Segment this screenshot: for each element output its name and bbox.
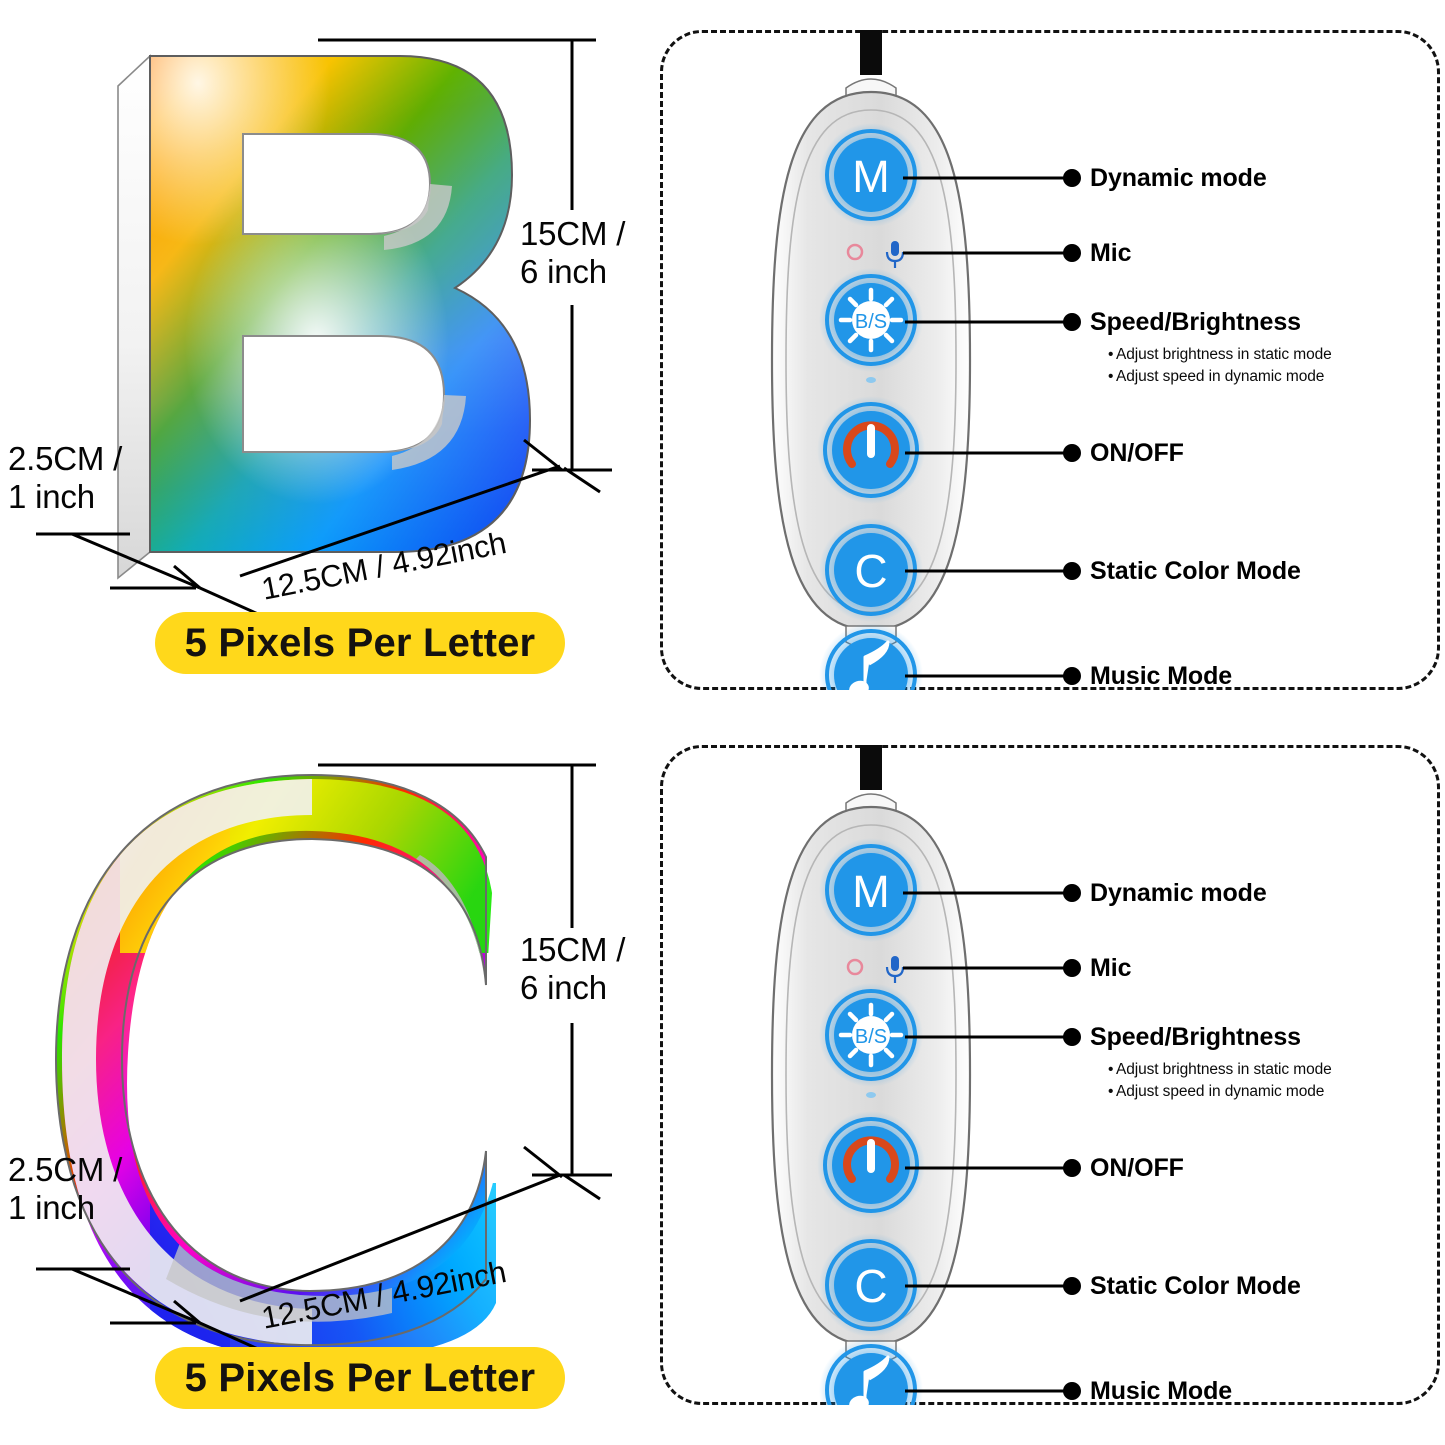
dimension-height-label: 15CM / 6 inch: [520, 215, 626, 290]
letter-c-illustration: [36, 763, 612, 1360]
controller-panel-bottom: M: [660, 745, 1440, 1405]
dimension-depth-label: 2.5CM / 1 inch: [8, 440, 123, 515]
speed-brightness-subnotes: •Adjust brightness in static mode •Adjus…: [1108, 344, 1332, 388]
controller-dashed-frame: [660, 745, 1440, 1405]
subnote-text: Adjust speed in dynamic mode: [1116, 368, 1325, 385]
letter-b-face: [150, 56, 530, 552]
callout-dynamic-mode: Dynamic mode: [1090, 164, 1267, 192]
subnote-text: Adjust brightness in static mode: [1116, 1061, 1332, 1078]
subnote-text: Adjust speed in dynamic mode: [1116, 1083, 1325, 1100]
callout-speed-brightness: Speed/Brightness: [1090, 1023, 1301, 1051]
letter-b-side: [117, 54, 151, 580]
callout-static-color-mode: Static Color Mode: [1090, 1272, 1301, 1300]
controller-dashed-frame: [660, 30, 1440, 690]
dimension-depth-label: 2.5CM / 1 inch: [8, 1151, 123, 1226]
letter-c-outline: [54, 773, 487, 1347]
callout-mic: Mic: [1090, 239, 1132, 267]
subnote-item: •Adjust brightness in static mode: [1108, 346, 1332, 363]
letter-panel-bottom: 15CM / 6 inch 2.5CM / 1 inch 12.5CM / 4.…: [0, 723, 650, 1445]
dimension-height-label: 15CM / 6 inch: [520, 931, 626, 1006]
pixels-per-letter-badge: 5 Pixels Per Letter: [155, 1347, 565, 1409]
callout-on-off: ON/OFF: [1090, 1154, 1184, 1182]
callout-on-off: ON/OFF: [1090, 439, 1184, 467]
letter-b-illustration: [36, 38, 612, 616]
controller-panel-top: M: [660, 30, 1440, 690]
letter-stage-b: 15CM / 6 inch 2.5CM / 1 inch 12.5CM / 4.…: [0, 0, 650, 722]
subnote-text: Adjust brightness in static mode: [1116, 346, 1332, 363]
pixels-per-letter-badge: 5 Pixels Per Letter: [155, 612, 565, 674]
subnote-item: •Adjust brightness in static mode: [1108, 1061, 1332, 1078]
subnote-item: •Adjust speed in dynamic mode: [1108, 368, 1325, 385]
subnote-item: •Adjust speed in dynamic mode: [1108, 1083, 1325, 1100]
speed-brightness-subnotes: •Adjust brightness in static mode •Adjus…: [1108, 1059, 1332, 1103]
letter-b-counter-top: [242, 133, 432, 235]
letter-stage-c: 15CM / 6 inch 2.5CM / 1 inch 12.5CM / 4.…: [0, 723, 650, 1445]
letter-b-counter-bottom: [242, 335, 446, 453]
callout-music-mode: Music Mode: [1090, 1377, 1233, 1405]
callout-static-color-mode: Static Color Mode: [1090, 557, 1301, 585]
letter-panel-top: 15CM / 6 inch 2.5CM / 1 inch 12.5CM / 4.…: [0, 0, 650, 722]
callout-mic: Mic: [1090, 954, 1132, 982]
letter-b-outline: [149, 55, 532, 553]
callout-dynamic-mode: Dynamic mode: [1090, 879, 1267, 907]
callout-music-mode: Music Mode: [1090, 662, 1233, 690]
callout-speed-brightness: Speed/Brightness: [1090, 308, 1301, 336]
